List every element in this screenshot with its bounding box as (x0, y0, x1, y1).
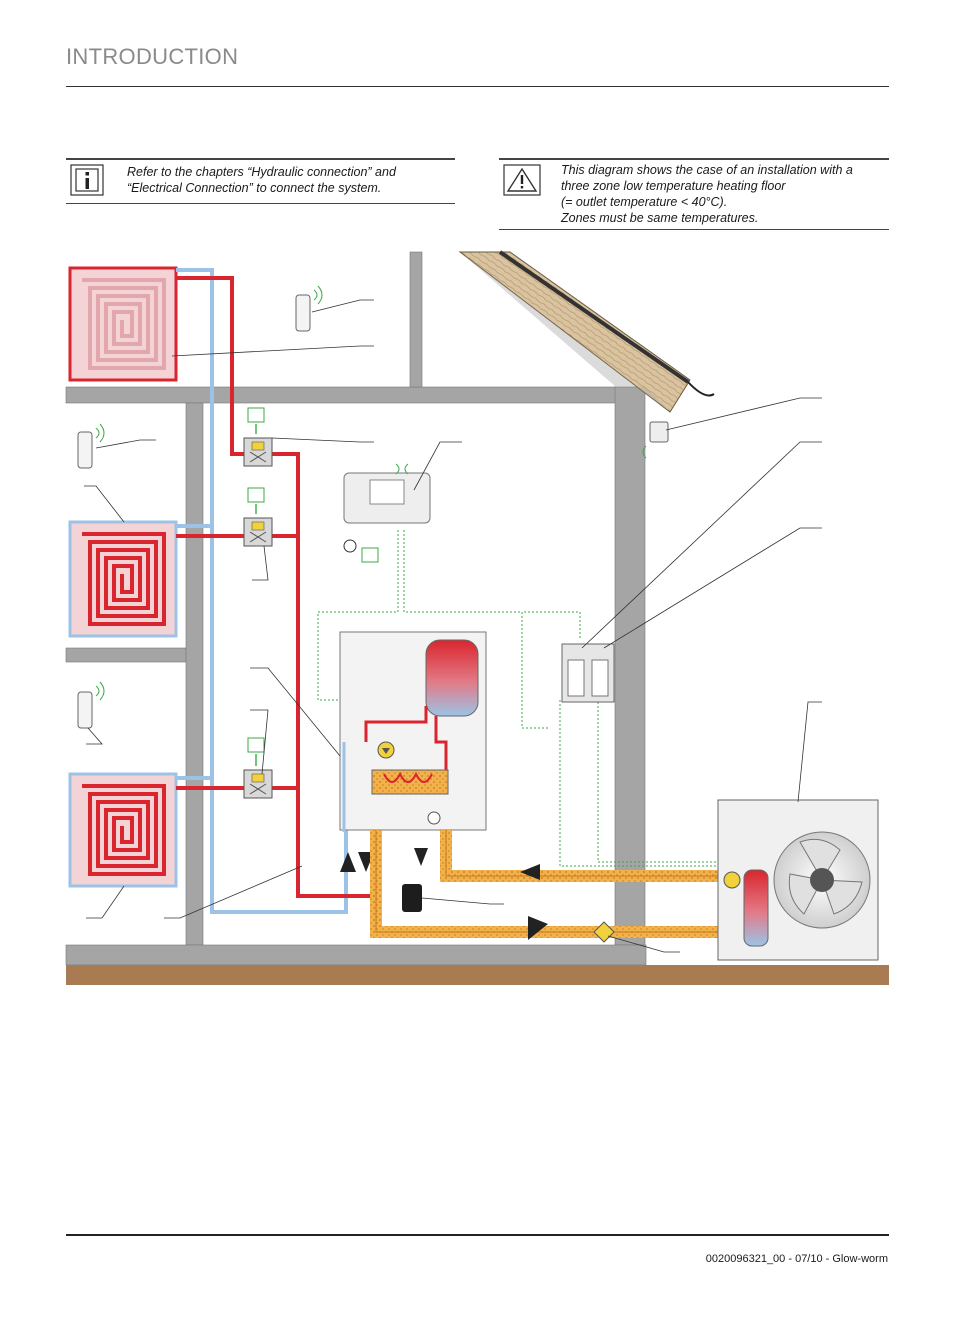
drain-arrow (414, 848, 428, 866)
warning-note-bottom-rule (499, 229, 889, 230)
expansion-vessel (402, 884, 422, 912)
leader-lines (84, 299, 822, 953)
zone-valve-3 (243, 737, 273, 799)
header-rule (66, 86, 889, 87)
info-note-top-rule (66, 158, 455, 160)
warning-note-top-rule (499, 158, 889, 160)
info-note-bottom-rule (66, 203, 455, 204)
outdoor-sensor (642, 421, 669, 459)
info-icon (70, 164, 104, 196)
floor-loop-top (68, 266, 178, 382)
footer-rule (66, 1234, 889, 1236)
indoor-module (339, 631, 487, 832)
ground (66, 965, 889, 985)
room-thermostat-top (295, 285, 323, 332)
electrical-panel (561, 643, 615, 703)
outdoor-pipes (370, 830, 724, 943)
info-note-line: “Electrical Connection” to connect the s… (127, 181, 382, 195)
warning-note-line: (= outlet temperature < 40°C). (561, 195, 728, 209)
roof (458, 250, 715, 413)
section-title: INTRODUCTION (66, 44, 239, 69)
info-note-line: Refer to the chapters “Hydraulic connect… (127, 165, 396, 179)
room-thermostat-middle (77, 423, 105, 469)
floor-loop-middle (68, 520, 178, 638)
flow-arrow (340, 852, 356, 872)
building-structure (65, 251, 889, 985)
room-thermostat-bottom (77, 681, 105, 729)
signal-wiring (317, 530, 718, 867)
warning-note-line: This diagram shows the case of an instal… (561, 163, 853, 177)
zone-valve-1 (243, 407, 273, 467)
warning-note-line: Zones must be same temperatures. (561, 211, 759, 225)
system-controller (343, 463, 431, 563)
warning-note-line: three zone low temperature heating floor (561, 179, 786, 193)
zone-valve-2 (243, 487, 273, 547)
floor-loop-bottom (68, 772, 178, 888)
doc-reference: 0020096321_00 - 07/10 - Glow-worm (705, 1253, 888, 1265)
warning-icon (503, 164, 541, 196)
heat-pump-outdoor-unit (717, 799, 879, 961)
